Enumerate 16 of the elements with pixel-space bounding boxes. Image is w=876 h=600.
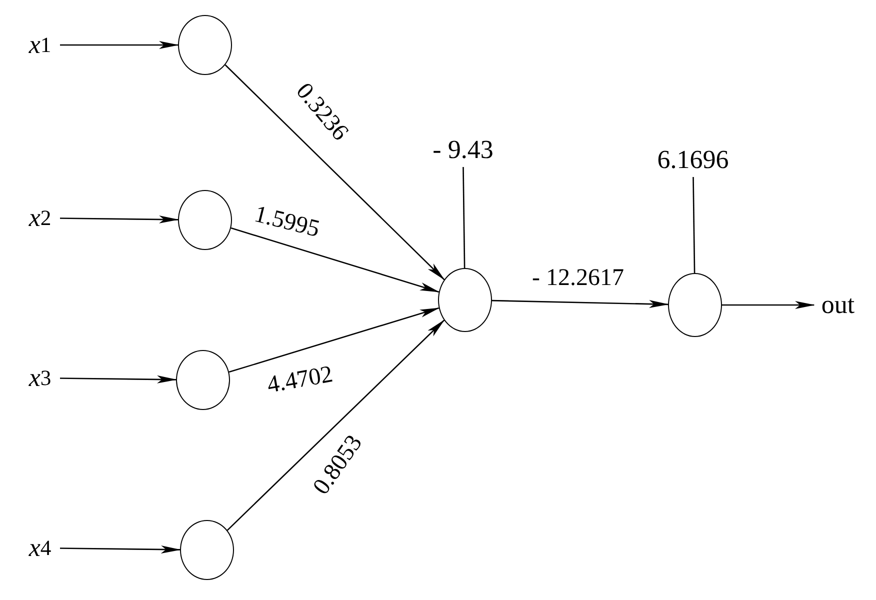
arrow [230,227,440,293]
arrow [60,545,181,554]
arrow [60,375,177,384]
node-label: 6.1696 [651,143,735,177]
arrow [60,41,179,49]
node-label: - 9.43 [428,133,498,167]
arrow [228,307,440,373]
node-label: out [814,285,862,325]
arrow [226,320,445,531]
connector-line [692,177,696,274]
arrow [224,64,445,280]
arrow [60,215,179,224]
arrow [492,300,669,308]
neuron-circle [178,15,232,75]
connector-line [462,167,466,268]
arrow [722,301,815,309]
